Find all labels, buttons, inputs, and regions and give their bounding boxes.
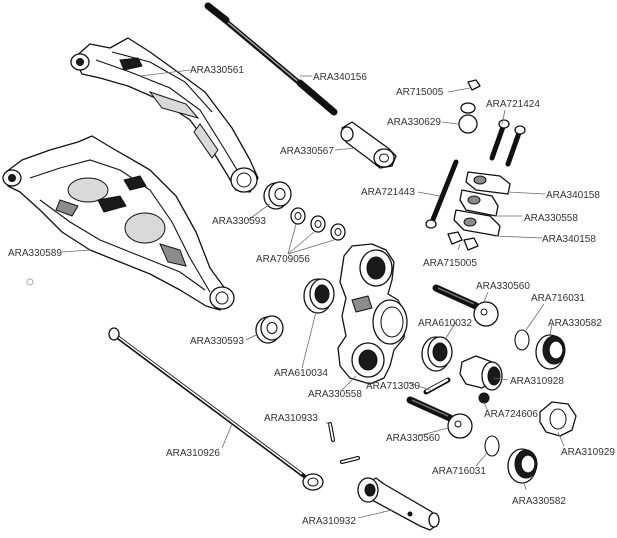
label-ARA330560-top: ARA330560 (476, 281, 530, 292)
small-nuts (447, 231, 479, 251)
bushing-upper (263, 181, 292, 210)
label-ARA330560-bottom: ARA330560 (386, 433, 440, 444)
label-ARA330629: ARA330629 (387, 117, 441, 128)
bearing-right (421, 336, 453, 372)
label-ARA340158-bottom: ARA340158 (542, 234, 596, 245)
label-ARA330593-bottom: ARA330593 (190, 336, 244, 347)
label-ARA330561: ARA330561 (190, 65, 244, 76)
upper-suspension-arm (70, 37, 259, 193)
label-ARA310932: ARA310932 (302, 516, 356, 527)
label-ARA340156: ARA340156 (313, 72, 367, 83)
bushing-lower (255, 315, 284, 344)
screws-pair (489, 119, 526, 167)
set-screw (478, 392, 490, 404)
drive-pins (328, 422, 360, 464)
label-ARA330558-right: ARA330558 (524, 213, 578, 224)
label-ARA340158-top: ARA340158 (546, 190, 600, 201)
hex-nut-bottom (507, 448, 538, 484)
label-ARA716031-top: ARA716031 (531, 293, 585, 304)
pin (423, 377, 451, 395)
ball-stud-lower (406, 396, 473, 439)
label-ARA310926: ARA310926 (166, 448, 220, 459)
rod-end (340, 121, 397, 169)
o-ring-bottom (484, 435, 500, 457)
label-ARA724606: ARA724606 (484, 409, 538, 420)
turnbuckle-rod (204, 2, 338, 116)
label-ARA330582-bottom: ARA330582 (512, 496, 566, 507)
shims (290, 207, 346, 241)
label-ARA721424: ARA721424 (486, 99, 540, 110)
bearing-left (303, 278, 335, 314)
label-ARA713030: ARA713030 (366, 381, 420, 392)
clamp-block-top (465, 171, 511, 195)
lower-suspension-arm (2, 135, 235, 311)
label-ARA330593-top: ARA330593 (212, 216, 266, 227)
label-ARA330567: ARA330567 (280, 146, 334, 157)
label-ARA330589: ARA330589 (8, 248, 62, 259)
leader-lines (61, 69, 565, 519)
large-hex-nut (539, 401, 577, 437)
long-screw (425, 159, 459, 229)
steering-upright (337, 243, 408, 385)
label-ARA310929: ARA310929 (561, 447, 615, 458)
label-ARA610032: ARA610032 (418, 318, 472, 329)
label-ARA310933: ARA310933 (264, 413, 318, 424)
driveshaft (108, 327, 324, 491)
label-ARA721443: ARA721443 (361, 187, 415, 198)
label-ARA610034: ARA610034 (274, 368, 328, 379)
label-ARA709056: ARA709056 (256, 254, 310, 265)
label-ARA715005: ARA715005 (423, 258, 477, 269)
label-ARA330582-top: ARA330582 (548, 318, 602, 329)
label-ARA330558-bottom: ARA330558 (308, 389, 362, 400)
o-ring-top (514, 329, 530, 351)
label-ARA310928: ARA310928 (510, 376, 564, 387)
label-ARA716031-bottom: ARA716031 (432, 466, 486, 477)
part-labels: ARA330561 ARA340156 AR715005 ARA721424 A… (8, 65, 615, 527)
label-AR715005: AR715005 (396, 87, 444, 98)
ball-stud-top (458, 79, 481, 134)
wheel-hex (459, 355, 503, 391)
drive-axle (357, 477, 440, 531)
ball-stud-upper (432, 284, 499, 327)
hex-nut-top (535, 334, 566, 370)
